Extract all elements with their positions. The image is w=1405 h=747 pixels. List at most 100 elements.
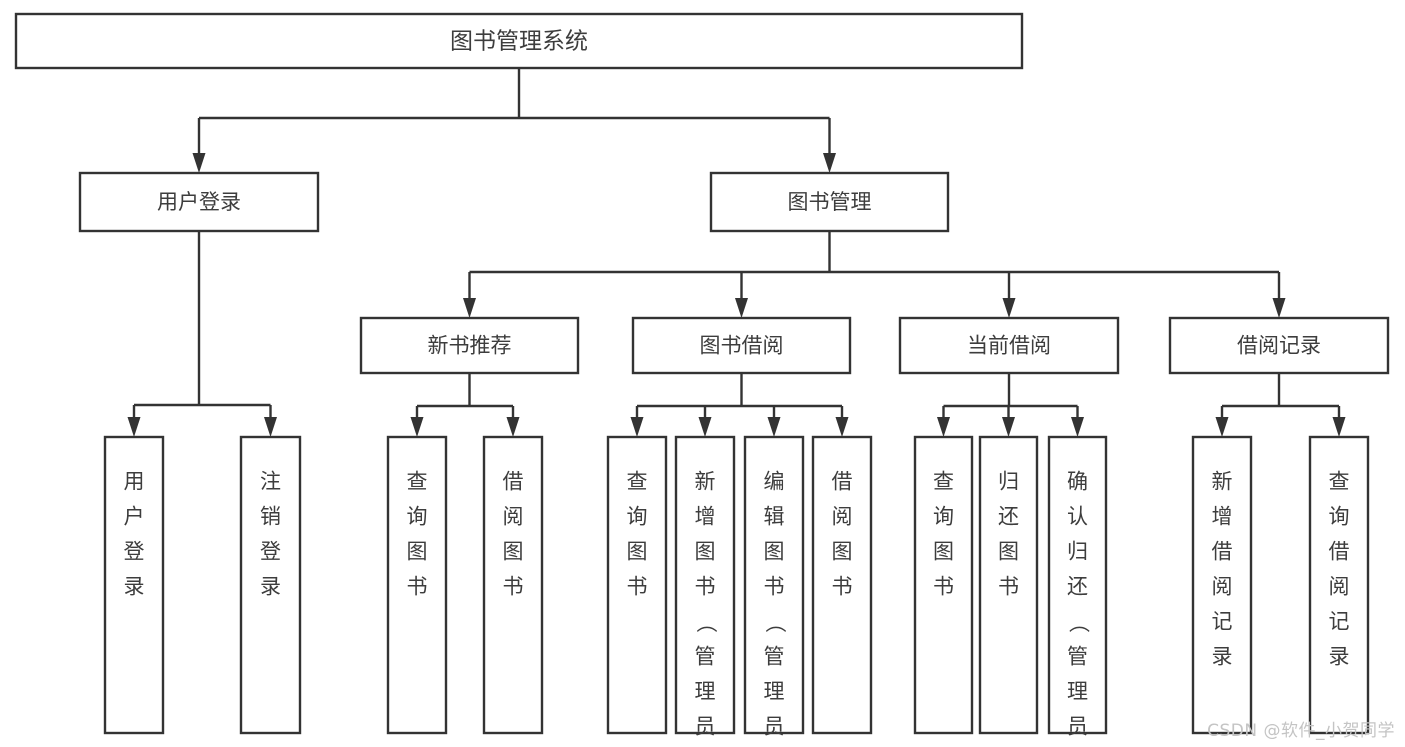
node-label-leaf-add-record-char-0: 新 — [1212, 470, 1233, 494]
node-label-leaf-query-book-1-char-1: 询 — [407, 505, 428, 529]
node-label-leaf-borrow-book-1-char-3: 书 — [503, 575, 524, 599]
connector-group-book-borrow — [630, 373, 849, 437]
node-new-book-rec[interactable]: 新书推荐 — [359, 316, 580, 375]
node-label-leaf-query-book-3-char-3: 书 — [933, 575, 954, 599]
arrow-head-icon — [1215, 417, 1229, 437]
node-book-borrow[interactable]: 图书借阅 — [631, 316, 852, 375]
node-box-borrow-record[interactable] — [1168, 316, 1390, 375]
node-label-leaf-confirm-return-char-4: （ — [1067, 612, 1091, 633]
node-box-root[interactable] — [14, 12, 1024, 70]
node-label-leaf-edit-book-char-5: 管 — [764, 645, 785, 669]
node-box-user-login[interactable] — [78, 171, 320, 233]
arrow-head-icon — [1332, 417, 1346, 437]
node-label-leaf-return-book-char-3: 书 — [998, 575, 1019, 599]
node-label-leaf-borrow-book-2-char-2: 图 — [832, 540, 853, 564]
node-book-manage[interactable]: 图书管理 — [709, 171, 950, 233]
node-label-leaf-query-book-2-char-1: 询 — [627, 505, 648, 529]
node-label-leaf-borrow-book-1-char-2: 图 — [503, 540, 524, 564]
node-box-leaf-add-book[interactable] — [674, 435, 736, 735]
node-label-leaf-query-book-1-char-0: 查 — [407, 470, 428, 494]
node-leaf-user-login[interactable]: 用户登录 — [103, 435, 165, 735]
node-current-borrow[interactable]: 当前借阅 — [898, 316, 1120, 375]
node-box-new-book-rec[interactable] — [359, 316, 580, 375]
node-borrow-record[interactable]: 借阅记录 — [1168, 316, 1390, 375]
arrow-head-icon — [937, 417, 950, 437]
connector-group-borrow-record — [1215, 373, 1346, 437]
node-box-current-borrow[interactable] — [898, 316, 1120, 375]
arrow-head-icon — [127, 417, 141, 437]
nodes-layer: 图书管理系统用户登录图书管理新书推荐图书借阅当前借阅借阅记录用户登录注销登录查询… — [14, 12, 1390, 747]
node-label-leaf-edit-book-char-2: 图 — [764, 540, 785, 564]
node-label-leaf-add-book-char-0: 新 — [695, 470, 716, 494]
node-label-leaf-add-record-char-5: 录 — [1212, 645, 1233, 669]
node-label-leaf-query-record-char-1: 询 — [1329, 505, 1350, 529]
node-box-leaf-query-record[interactable] — [1308, 435, 1370, 735]
node-label-leaf-query-book-3-char-2: 图 — [933, 540, 954, 564]
node-label-leaf-confirm-return-char-0: 确 — [1067, 470, 1088, 494]
node-label-leaf-query-book-3-char-1: 询 — [933, 505, 954, 529]
node-label-new-book-rec: 新书推荐 — [428, 334, 512, 358]
node-label-current-borrow: 当前借阅 — [967, 334, 1051, 358]
arrow-head-icon — [192, 153, 206, 173]
node-label-leaf-query-book-2-char-2: 图 — [627, 540, 648, 564]
node-label-leaf-add-record-char-1: 增 — [1212, 505, 1233, 529]
node-label-leaf-edit-book-char-3: 书 — [764, 575, 785, 599]
node-label-leaf-edit-book-char-0: 编 — [764, 470, 785, 494]
node-box-leaf-confirm-return[interactable] — [1047, 435, 1108, 735]
node-box-leaf-query-book-3[interactable] — [913, 435, 974, 735]
arrow-head-icon — [264, 417, 277, 437]
node-label-leaf-query-book-3-char-0: 查 — [933, 470, 954, 494]
node-user-login[interactable]: 用户登录 — [78, 171, 320, 233]
node-label-leaf-borrow-book-2-char-0: 借 — [832, 470, 853, 494]
node-box-leaf-return-book[interactable] — [978, 435, 1039, 735]
csdn-watermark: CSDN @软件_小贺同学 — [1207, 721, 1395, 741]
node-label-leaf-add-book-char-3: 书 — [695, 575, 716, 599]
arrow-head-icon — [1071, 417, 1084, 437]
node-label-leaf-add-book-char-1: 增 — [695, 505, 716, 529]
node-label-leaf-add-book-char-2: 图 — [695, 540, 716, 564]
connector-group-new-book-rec — [410, 373, 520, 437]
arrow-head-icon — [630, 417, 644, 437]
node-box-book-borrow[interactable] — [631, 316, 852, 375]
node-box-leaf-borrow-book-1[interactable] — [482, 435, 544, 735]
arrow-head-icon — [823, 153, 836, 173]
node-box-leaf-query-book-2[interactable] — [606, 435, 668, 735]
node-label-leaf-query-record-char-0: 查 — [1329, 470, 1350, 494]
arrow-head-icon — [1272, 298, 1286, 318]
node-box-leaf-logout[interactable] — [239, 435, 302, 735]
node-box-book-manage[interactable] — [709, 171, 950, 233]
node-box-leaf-add-record[interactable] — [1191, 435, 1253, 735]
arrow-head-icon — [1002, 417, 1015, 437]
node-box-leaf-edit-book[interactable] — [743, 435, 805, 735]
node-label-leaf-confirm-return-char-1: 认 — [1067, 505, 1088, 529]
node-box-leaf-borrow-book-2[interactable] — [811, 435, 873, 735]
node-box-leaf-query-book-1[interactable] — [386, 435, 448, 735]
node-label-leaf-edit-book-char-4: （ — [763, 612, 787, 633]
node-label-leaf-borrow-book-1-char-0: 借 — [503, 470, 524, 494]
arrow-head-icon — [735, 298, 748, 318]
node-box-leaf-user-login[interactable] — [103, 435, 165, 735]
node-label-leaf-user-login-char-1: 户 — [124, 505, 145, 529]
node-label-leaf-query-book-2-char-0: 查 — [627, 470, 648, 494]
node-root[interactable]: 图书管理系统 — [14, 12, 1024, 70]
node-label-leaf-edit-book-char-1: 辑 — [764, 505, 785, 529]
node-label-leaf-logout-char-1: 销 — [260, 505, 281, 529]
node-label-leaf-add-book-char-7: 员 — [695, 715, 716, 739]
node-label-leaf-return-book-char-0: 归 — [998, 470, 1019, 494]
node-label-leaf-confirm-return-char-7: 员 — [1067, 715, 1088, 739]
arrow-head-icon — [835, 417, 849, 437]
